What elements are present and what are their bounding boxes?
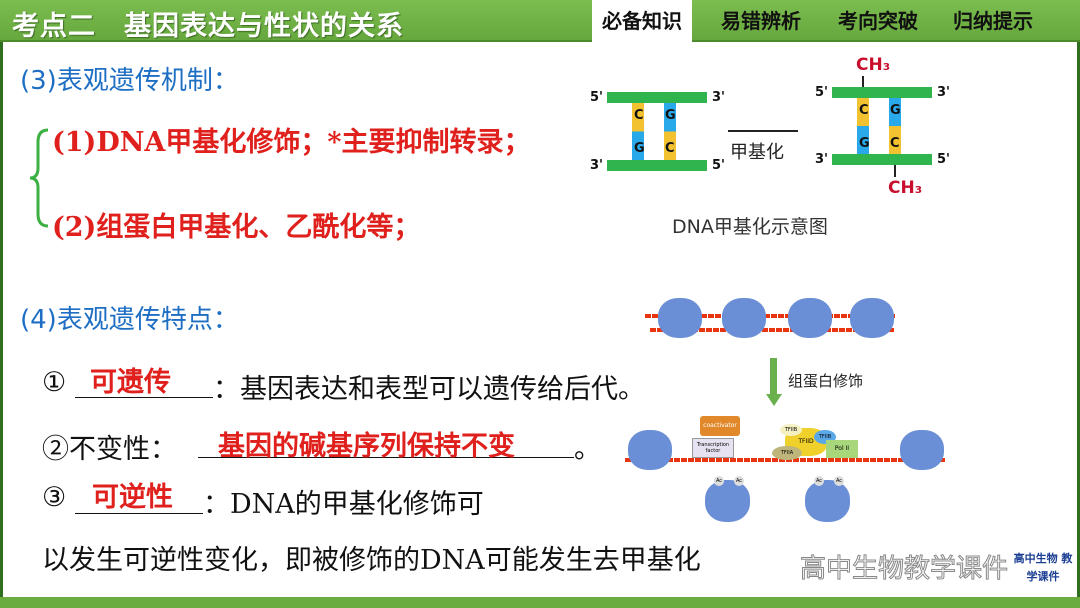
tab-summary[interactable]: 归纳提示: [953, 9, 1033, 33]
arrow-label: 甲基化: [730, 142, 784, 163]
answer-heritable: 可遗传: [90, 367, 171, 398]
base-pair: [664, 103, 676, 160]
dna-chain: [625, 458, 945, 462]
tab-error-analysis[interactable]: 易错辨析: [721, 9, 801, 33]
base-label: C: [665, 141, 675, 156]
base-pair: [632, 103, 644, 160]
mechanism-item-1: (1)DNA甲基化修饰；*主要抑制转录；: [52, 127, 531, 158]
down-arrow-icon: [770, 358, 777, 398]
label-5prime: 5': [590, 90, 604, 105]
base-pair: [857, 98, 869, 154]
blank-underline: [75, 368, 213, 398]
base-label: G: [890, 103, 901, 118]
base-label: G: [665, 108, 676, 123]
pol-ii: Pol II: [826, 440, 858, 458]
blank-underline: [75, 484, 203, 514]
acetyl-group: Ac: [714, 476, 724, 486]
bond-line: [862, 76, 864, 87]
tab-required-knowledge[interactable]: 必备知识: [592, 0, 692, 44]
methyl-label: CH₃: [888, 178, 923, 198]
tab-direction[interactable]: 考向突破: [838, 9, 918, 33]
diagram-caption: DNA甲基化示意图: [672, 216, 828, 238]
dna-chain: [650, 328, 895, 332]
nucleosome: [850, 298, 894, 338]
item3-marker: ③: [42, 482, 67, 513]
down-arrow-head: [766, 394, 782, 406]
label-5prime: 5': [815, 85, 829, 100]
item3-text: ：DNA的甲基化修饰可: [203, 489, 484, 520]
acetyl-group: Ac: [734, 476, 744, 486]
tfiia: TFIIA: [772, 446, 802, 460]
nucleosome: [900, 430, 944, 470]
slide-frame: [0, 42, 1080, 598]
footer-bar: [0, 597, 1080, 608]
label-3prime: 3': [937, 85, 951, 100]
nucleosome: [628, 430, 672, 470]
base-pair: [889, 98, 901, 154]
watermark-logo: 高中生物 教学课件: [1013, 552, 1073, 583]
arrow-label: 组蛋白修饰: [788, 372, 864, 390]
item3-continuation: 以发生可逆性变化，即被修饰的DNA可能发生去甲基化: [42, 545, 701, 576]
dna-strand: [832, 87, 932, 98]
item2-label: ②不变性：: [42, 434, 177, 465]
base-label: C: [634, 108, 644, 123]
base-label: C: [890, 136, 900, 151]
base-label: G: [634, 141, 645, 156]
dna-methylation-diagram: 5' 3' 3' 5' C G G C 甲基化 5' 3' 3' 5' C G …: [580, 50, 980, 250]
histone-modification-diagram: 组蛋白修饰 coactivator Transcription factor T…: [600, 280, 980, 540]
item1-marker: ①: [42, 367, 67, 398]
bond-line: [894, 165, 896, 177]
acetyl-group: Ac: [834, 476, 844, 486]
header-bar: 考点二 基因表达与性状的关系 必备知识 易错辨析 考向突破 归纳提示: [0, 0, 1080, 44]
section4-heading: (4)表观遗传特点：: [20, 305, 239, 335]
acetylated-histone: [705, 480, 750, 522]
transcription-factor-box: Transcription factor: [692, 438, 734, 458]
dna-strand: [832, 154, 932, 165]
answer-reversible: 可逆性: [92, 482, 173, 513]
nucleosome: [658, 298, 702, 338]
tfiib: TFIIB: [780, 424, 802, 436]
answer-invariance: 基因的碱基序列保持不变: [218, 431, 515, 462]
item2-end: 。: [574, 434, 601, 465]
coactivator-box: coactivator: [700, 416, 740, 436]
blank-underline: [198, 428, 574, 458]
nucleosome: [722, 298, 766, 338]
item1-text: ：基因表达和表型可以遗传给后代。: [213, 374, 645, 405]
label-3prime: 3': [815, 152, 829, 167]
label-3prime: 3': [590, 158, 604, 173]
dna-strand: [607, 92, 707, 103]
acetyl-group: Ac: [814, 476, 824, 486]
base-label: C: [859, 103, 869, 118]
arrow-icon: [728, 130, 798, 132]
mechanism-item-2: (2)组蛋白甲基化、乙酰化等；: [52, 212, 421, 243]
brace-icon: [29, 128, 49, 228]
acetylated-histone: [805, 480, 850, 522]
methyl-label: CH₃: [856, 55, 891, 75]
label-5prime: 5': [712, 158, 726, 173]
base-label: G: [859, 136, 870, 151]
label-3prime: 3': [712, 90, 726, 105]
section3-heading: (3)表观遗传机制：: [20, 66, 239, 96]
watermark: 高中生物教学课件: [799, 554, 1009, 585]
dna-strand: [607, 160, 707, 171]
label-5prime: 5': [937, 152, 951, 167]
nucleosome: [788, 298, 832, 338]
dna-chain: [645, 314, 895, 318]
slide-title: 考点二 基因表达与性状的关系: [12, 11, 404, 42]
